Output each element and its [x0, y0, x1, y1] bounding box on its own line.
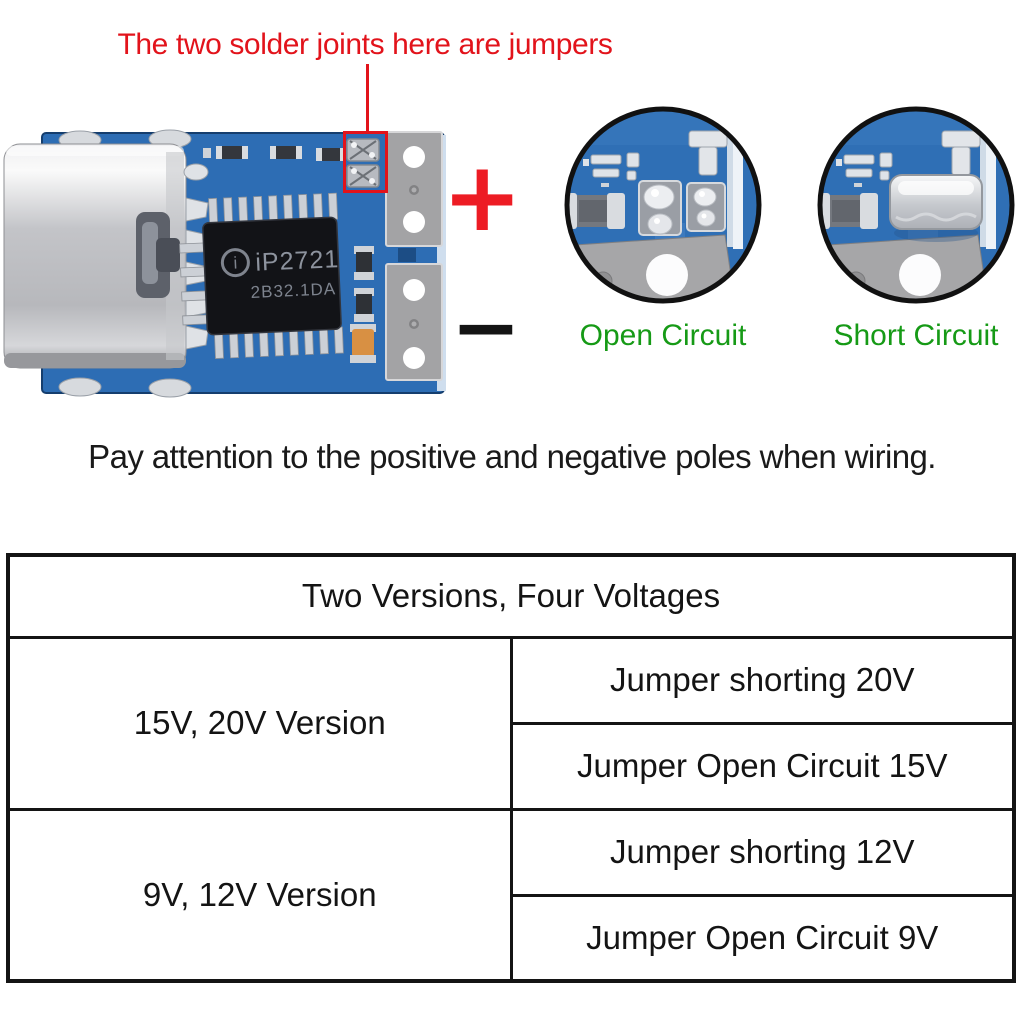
option-cell: Jumper Open Circuit 9V: [509, 893, 1016, 983]
ic-chip: i iP2721 2B32.1DA: [179, 192, 344, 359]
chip-logo-icon: [220, 248, 250, 278]
voltage-table: Two Versions, Four Voltages 15V, 20V Ver…: [6, 553, 1016, 983]
version-cell: 15V, 20V Version: [6, 635, 513, 811]
usb-c-connector: [3, 143, 187, 369]
minus-sign: −: [450, 278, 522, 376]
jumper-insets: [564, 106, 1015, 304]
option-cell: Jumper shorting 12V: [509, 807, 1016, 897]
pcb-edge: [437, 135, 446, 391]
chip-model-text: iP2721: [255, 245, 340, 277]
chip-logo-letter: i: [233, 254, 238, 273]
jumper-note-text: The two solder joints here are jumpers: [117, 28, 613, 61]
output-pad-negative: [385, 263, 443, 381]
capacitor-orange: [352, 329, 374, 357]
jumper-pads-open: [638, 180, 726, 236]
smd-components-right: [350, 246, 376, 363]
short-circuit-label: Short Circuit: [833, 319, 999, 352]
jumper-highlight-box: [343, 131, 388, 193]
pcb-photo: i iP2721 2B32.1DA: [3, 129, 446, 398]
jumper-solder-bridge: [889, 174, 983, 242]
version-cell: 9V, 12V Version: [6, 807, 513, 983]
table-title: Two Versions, Four Voltages: [6, 553, 1016, 639]
output-pad-positive: [385, 131, 443, 247]
inset-open-circuit: [564, 106, 762, 304]
open-circuit-label: Open Circuit: [579, 319, 747, 352]
inset-short-circuit: [817, 106, 1015, 304]
wiring-caption: Pay attention to the positive and negati…: [88, 438, 936, 475]
option-cell: Jumper Open Circuit 15V: [509, 721, 1016, 811]
smd-components-top: [203, 146, 346, 161]
callout-line: [366, 64, 369, 133]
chip-marking-text: 2B32.1DA: [250, 279, 336, 302]
option-cell: Jumper shorting 20V: [509, 635, 1016, 725]
jumper-pads: [346, 138, 380, 188]
plus-sign: +: [442, 141, 523, 253]
